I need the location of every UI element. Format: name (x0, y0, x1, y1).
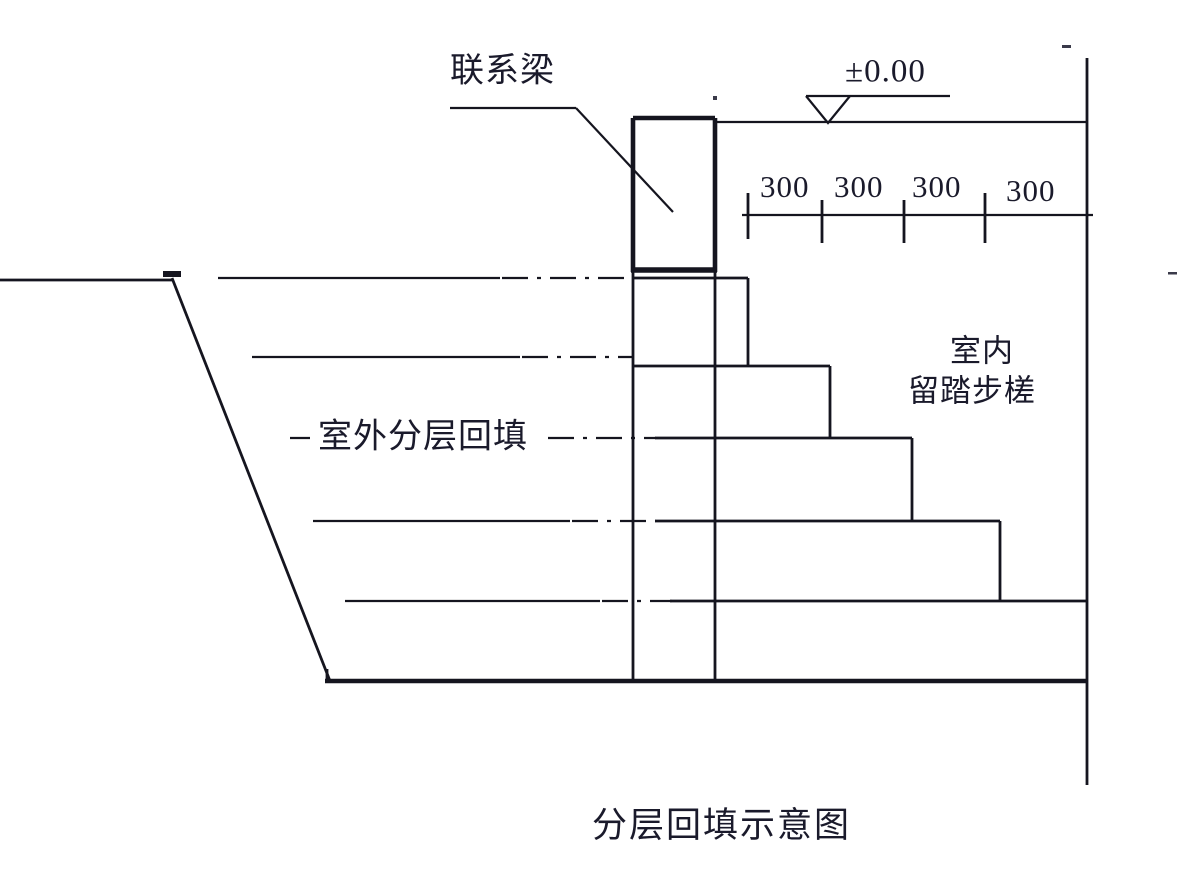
dimension-value-4: 300 (1006, 173, 1056, 208)
dimension-value-1: 300 (760, 169, 810, 204)
dimension-value-2: 300 (834, 169, 884, 204)
indoor-step-label-line2: 留踏步槎 (908, 374, 1036, 410)
indoor-step-label-line1: 室内 (950, 334, 1014, 370)
elevation-triangle-icon (805, 95, 851, 125)
excavation-slope-line (170, 277, 332, 682)
drawing-title: 分层回填示意图 (592, 806, 851, 846)
outdoor-backfill-label: 室外分层回填 (318, 417, 528, 457)
scan-speck (1168, 272, 1177, 275)
elevation-label: ±0.00 (845, 54, 926, 90)
slope-top-marker (163, 271, 181, 277)
dimension-value-3: 300 (912, 169, 962, 204)
beam-leader-diagonal (575, 107, 674, 213)
scan-speck (1062, 45, 1071, 48)
beam-label: 联系梁 (450, 51, 555, 91)
scan-speck (713, 96, 717, 100)
